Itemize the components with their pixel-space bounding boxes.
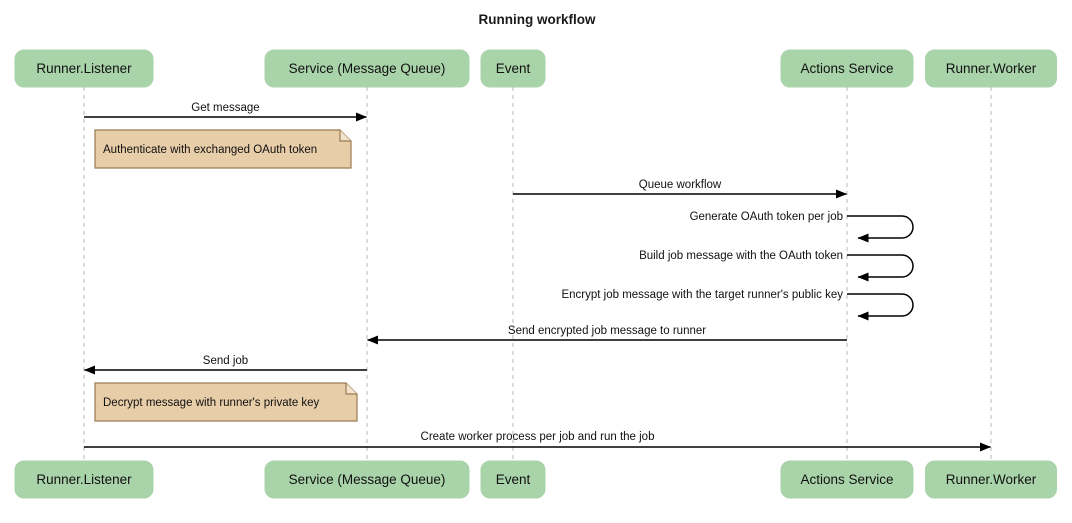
participant-service-message-queue-top[interactable]: Service (Message Queue): [264, 49, 470, 88]
participant-label: Actions Service: [800, 61, 893, 76]
notes: Authenticate with exchanged OAuth tokenD…: [94, 129, 358, 422]
participant-runner-worker-top[interactable]: Runner.Worker: [925, 49, 1057, 88]
participant-label: Runner.Listener: [36, 61, 132, 76]
participant-label: Event: [496, 61, 531, 76]
message-label: Build job message with the OAuth token: [639, 250, 843, 262]
note-body: [94, 382, 358, 422]
participant-label: Runner.Worker: [946, 472, 1037, 487]
message-label: Generate OAuth token per job: [690, 211, 843, 223]
message-label: Send job: [203, 355, 248, 367]
participant-box: [14, 460, 154, 499]
note-label: Authenticate with exchanged OAuth token: [103, 144, 317, 156]
note-authenticate: Authenticate with exchanged OAuth token: [94, 129, 352, 169]
message-create-worker-process-per-job-and-run-the-job[interactable]: Create worker process per job and run th…: [84, 431, 991, 452]
participant-label: Runner.Worker: [946, 61, 1037, 76]
participants-bottom: Runner.Listener Service (Message Queue) Ev…: [14, 460, 1057, 499]
message-send-encrypted-job-message-to-runner[interactable]: Send encrypted job message to runner: [367, 325, 848, 345]
message-build-job-message-with-the-oauth-token[interactable]: Build job message with the OAuth token: [639, 250, 914, 282]
participant-runner-worker-bottom[interactable]: Runner.Worker: [925, 460, 1057, 499]
message-get-message[interactable]: Get message: [84, 102, 367, 122]
participant-runner-listener-bottom[interactable]: Runner.Listener: [14, 460, 154, 499]
participant-box: [780, 460, 914, 499]
participant-actions-service-top[interactable]: Actions Service: [780, 49, 914, 88]
participants-top: Runner.Listener Service (Message Queue) Ev…: [14, 49, 1057, 88]
note-body: [94, 129, 352, 169]
message-label: Queue workflow: [639, 179, 722, 191]
participant-actions-service-bottom[interactable]: Actions Service: [780, 460, 914, 499]
self-message-path: [847, 293, 914, 321]
message-encrypt-job-message-with-the-target-runners-public-key[interactable]: Encrypt job message with the target runn…: [561, 289, 914, 321]
message-label: Encrypt job message with the target runn…: [561, 289, 843, 301]
participant-label: Service (Message Queue): [289, 61, 446, 76]
participant-label: Actions Service: [800, 472, 893, 487]
participant-label: Runner.Listener: [36, 472, 132, 487]
message-label: Send encrypted job message to runner: [508, 325, 706, 337]
participant-box: [925, 460, 1057, 499]
participant-event-top[interactable]: Event: [480, 49, 546, 88]
note-label: Decrypt message with runner's private ke…: [103, 397, 320, 409]
participant-box: [264, 460, 470, 499]
participant-box: [780, 49, 914, 88]
page-title: Running workflow: [479, 12, 596, 27]
note-decrypt: Decrypt message with runner's private ke…: [94, 382, 358, 422]
participant-service-message-queue-bottom[interactable]: Service (Message Queue): [264, 460, 470, 499]
participant-event-bottom[interactable]: Event: [480, 460, 546, 499]
note-fold-corner: [345, 383, 357, 395]
message-label: Create worker process per job and run th…: [421, 431, 655, 443]
lifelines: [83, 87, 992, 461]
message-queue-workflow[interactable]: Queue workflow: [513, 179, 847, 199]
participant-box: [264, 49, 470, 88]
participant-box: [480, 460, 546, 499]
participant-label: Service (Message Queue): [289, 472, 446, 487]
message-send-job[interactable]: Send job: [84, 355, 368, 375]
self-message-path: [847, 254, 914, 282]
participant-box: [480, 49, 546, 88]
participant-label: Event: [496, 472, 531, 487]
participant-runner-listener-top[interactable]: Runner.Listener: [14, 49, 154, 88]
self-message-path: [847, 215, 914, 243]
participant-box: [14, 49, 154, 88]
note-fold-corner: [339, 130, 351, 142]
message-label: Get message: [191, 102, 259, 114]
message-generate-oauth-token-per-job[interactable]: Generate OAuth token per job: [690, 211, 914, 243]
participant-box: [925, 49, 1057, 88]
